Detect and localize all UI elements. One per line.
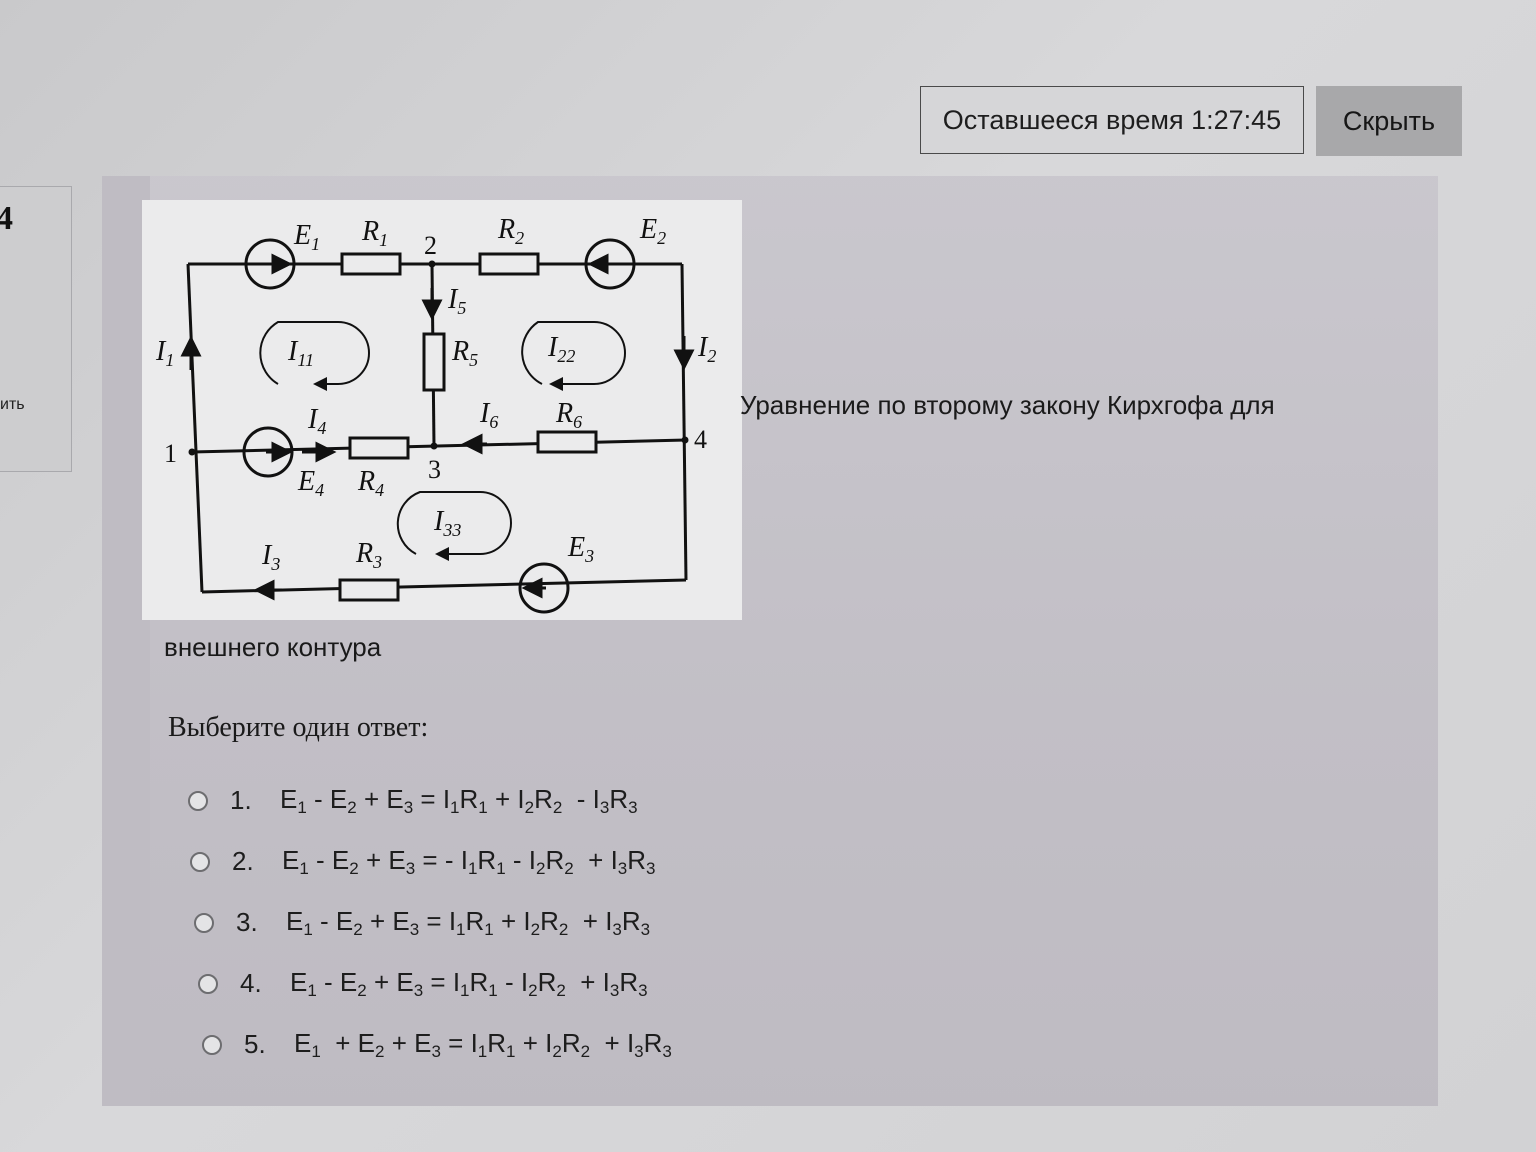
answer-options: 1. E1 - E2 + E3 = I1R1 + I2R2 - I3R3 2. … — [188, 770, 672, 1075]
svg-text:I11: I11 — [287, 336, 314, 370]
svg-text:R1: R1 — [361, 216, 388, 250]
answer-option-2[interactable]: 2. E1 - E2 + E3 = - I1R1 - I2R2 + I3R3 — [190, 831, 672, 892]
svg-text:3: 3 — [428, 455, 441, 484]
answer-formula: E1 - E2 + E3 = - I1R1 - I2R2 + I3R3 — [282, 844, 656, 878]
resistor-r1 — [340, 252, 402, 276]
resistor-r4 — [348, 436, 410, 460]
svg-text:I22: I22 — [547, 332, 575, 366]
quiz-navigation-block — [0, 186, 72, 472]
resistor-r5 — [422, 332, 446, 392]
remaining-time-display: Оставшееся время 1:27:45 — [920, 86, 1304, 154]
radio-button[interactable] — [190, 851, 210, 872]
answer-option-1[interactable]: 1. E1 - E2 + E3 = I1R1 + I2R2 - I3R3 — [188, 770, 672, 831]
svg-text:E2: E2 — [639, 214, 666, 248]
answer-option-5[interactable]: 5. E1 + E2 + E3 = I1R1 + I2R2 + I3R3 — [202, 1014, 672, 1075]
svg-text:I4: I4 — [307, 404, 326, 438]
answer-option-4[interactable]: 4. E1 - E2 + E3 = I1R1 - I2R2 + I3R3 — [198, 953, 672, 1014]
radio-button[interactable] — [188, 790, 208, 811]
nav-link-fragment[interactable]: ить — [0, 396, 25, 413]
answer-formula: E1 - E2 + E3 = I1R1 + I2R2 + I3R3 — [286, 905, 651, 939]
answer-number: 2. — [232, 846, 254, 876]
answer-formula: E1 - E2 + E3 = I1R1 + I2R2 - I3R3 — [280, 783, 638, 817]
svg-text:R6: R6 — [555, 398, 582, 432]
svg-text:R4: R4 — [357, 466, 384, 500]
svg-text:R5: R5 — [451, 336, 478, 370]
question-text-line-1: Уравнение по второму закону Кирхгофа для — [740, 390, 1275, 420]
svg-text:E1: E1 — [293, 220, 320, 254]
svg-text:I6: I6 — [479, 398, 498, 432]
svg-text:I3: I3 — [261, 540, 280, 574]
answer-number: 1. — [230, 785, 252, 815]
timer-label: Оставшееся время 1:27:45 — [942, 104, 1282, 135]
answer-number: 5. — [244, 1029, 266, 1059]
svg-text:I5: I5 — [447, 284, 466, 318]
answer-prompt: Выберите один ответ: — [168, 712, 429, 743]
svg-text:I1: I1 — [155, 336, 174, 370]
answer-formula: E1 - E2 + E3 = I1R1 - I2R2 + I3R3 — [290, 966, 648, 1000]
svg-text:I33: I33 — [433, 506, 461, 540]
radio-button[interactable] — [198, 973, 218, 994]
answer-formula: E1 + E2 + E3 = I1R1 + I2R2 + I3R3 — [294, 1027, 672, 1061]
resistor-r6 — [536, 430, 598, 454]
svg-text:R3: R3 — [355, 538, 382, 572]
svg-text:1: 1 — [164, 439, 177, 468]
radio-button[interactable] — [202, 1034, 222, 1055]
svg-text:4: 4 — [694, 425, 707, 454]
svg-text:E4: E4 — [297, 466, 324, 500]
resistor-r2 — [478, 252, 540, 276]
question-text-line-2: внешнего контура — [164, 632, 382, 662]
radio-button[interactable] — [194, 912, 214, 933]
answer-number: 3. — [236, 907, 258, 937]
svg-text:E3: E3 — [567, 532, 594, 566]
hide-timer-button[interactable]: Скрыть — [1316, 86, 1462, 156]
resistor-r3 — [338, 578, 400, 602]
question-number: 4 — [0, 200, 13, 237]
answer-option-3[interactable]: 3. E1 - E2 + E3 = I1R1 + I2R2 + I3R3 — [194, 892, 672, 953]
svg-text:2: 2 — [424, 231, 437, 260]
circuit-diagram: E1 R1 R2 E2 I5 R5 I1 I2 I11 I22 I33 I4 I… — [142, 200, 742, 620]
svg-text:R2: R2 — [497, 214, 524, 248]
answer-number: 4. — [240, 968, 262, 998]
svg-text:I2: I2 — [697, 332, 716, 366]
